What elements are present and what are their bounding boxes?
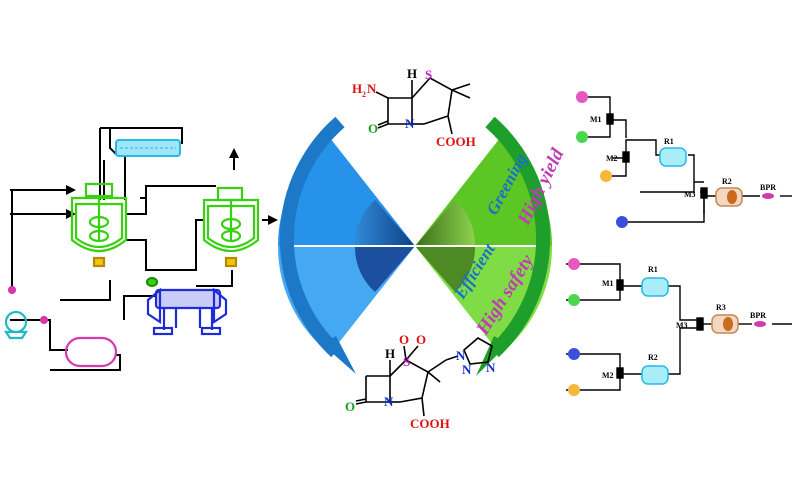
mol-top-n: N <box>367 81 377 96</box>
mol-top-h: H <box>352 81 362 96</box>
reactor-r2-bot <box>641 365 669 385</box>
reactor-label-r2-bot: R2 <box>648 353 658 362</box>
batch-process-plant <box>10 127 278 371</box>
bpr-label-bottom: BPR <box>750 311 766 320</box>
mol-top-s: S <box>425 67 432 82</box>
feed-pump-top-2 <box>576 131 588 143</box>
mol-top-o: O <box>368 121 378 136</box>
mixer-label-m1-top: M1 <box>590 115 602 124</box>
feed-pump-top-3 <box>600 170 612 182</box>
reactor-label-r1-top: R1 <box>664 137 674 146</box>
mol-bot-o2: O <box>416 332 426 347</box>
mol-bot-triazole-n2: N <box>462 362 472 377</box>
mol-bot-h: H <box>385 346 395 361</box>
feed-pump-top-4 <box>616 216 628 228</box>
green-cycle-arrow <box>476 116 551 376</box>
feed-pump-bot-3 <box>568 348 580 360</box>
blue-cycle-arrow <box>279 116 356 374</box>
reactor-label-r1-bot: R1 <box>648 265 658 274</box>
condenser <box>115 139 181 157</box>
mol-bot-triazole-n1: N <box>456 348 466 363</box>
fan-left-core-lower <box>354 246 415 292</box>
mol-bot-o: O <box>345 399 355 414</box>
mixer-label-m3-bot: M3 <box>676 321 688 330</box>
bpr-label-top: BPR <box>760 183 776 192</box>
bpr-top <box>762 193 774 199</box>
fan-left-core <box>354 200 415 246</box>
reactor-label-r2-top: R2 <box>722 177 732 186</box>
mixer-label-m3-top: M3 <box>684 190 696 199</box>
bpr-bottom <box>754 321 766 327</box>
molecule-bottom <box>355 337 493 417</box>
mixer-label-m2-bot: M2 <box>602 371 614 380</box>
batch-reactor-1 <box>70 182 128 268</box>
reactor-label-r3-bot: R3 <box>716 303 726 312</box>
reactor-r1-top <box>659 147 687 167</box>
molecule-top <box>375 76 471 135</box>
feed-pump-top-1 <box>576 91 588 103</box>
pump <box>3 285 49 340</box>
fan-right-core-lower <box>415 246 476 292</box>
storage-tank <box>64 336 118 368</box>
filter-unit <box>145 276 228 336</box>
mixer-label-m1-bot: M1 <box>602 279 614 288</box>
mol-bot-cooh: COOH <box>410 416 450 431</box>
feed-pump-bot-1 <box>568 258 580 270</box>
mol-bot-o1: O <box>399 332 409 347</box>
mol-top-hh: H <box>407 66 417 81</box>
mol-bot-triazole-n3: N <box>486 360 496 375</box>
mol-bot-n: N <box>384 394 394 409</box>
batch-reactor-2 <box>202 186 260 268</box>
mol-top-ring-n: N <box>405 116 415 131</box>
flow-scheme-bottom <box>566 263 792 391</box>
fan-right-core <box>415 200 476 246</box>
mol-top-cooh: COOH <box>436 134 476 149</box>
mixer-label-m2-top: M2 <box>606 154 618 163</box>
mol-top-sub: 2 <box>362 90 366 99</box>
feed-pump-bot-2 <box>568 294 580 306</box>
mol-bot-s: S <box>403 354 410 369</box>
reactor-r1-bot <box>641 277 669 297</box>
feed-pump-bot-4 <box>568 384 580 396</box>
